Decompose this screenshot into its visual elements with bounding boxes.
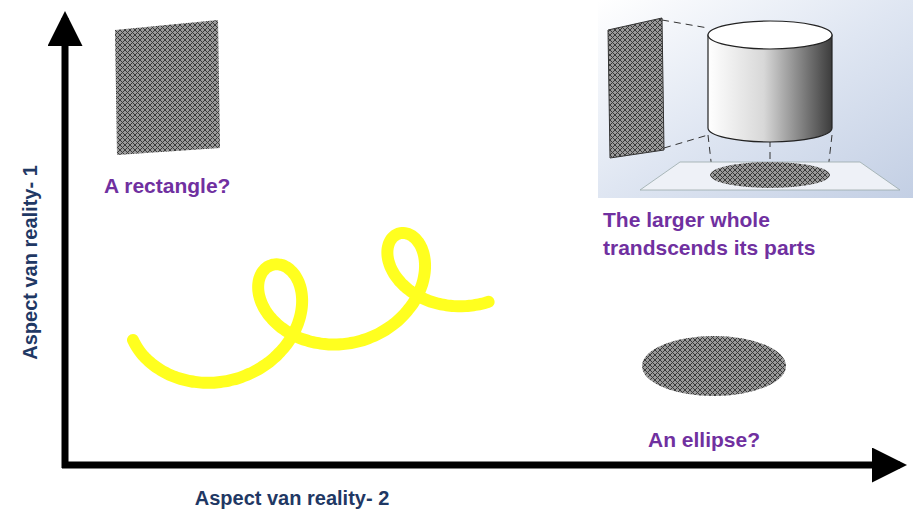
horizontal-axis	[62, 462, 900, 469]
axis-label: Aspect van reality- 2	[195, 485, 390, 512]
projection-ellipse	[710, 162, 830, 188]
vertical-axis	[62, 18, 69, 468]
projection-rectangle	[608, 18, 664, 158]
shape-caption: The larger whole trandscends its parts	[603, 206, 873, 263]
shape-caption: An ellipse?	[648, 426, 760, 454]
ellipse-shape	[642, 336, 786, 396]
floor-plane	[640, 162, 900, 190]
yellow-spiral	[133, 233, 489, 383]
projection-lines	[662, 20, 832, 170]
scene-ground	[598, 0, 913, 198]
rectangle-shape	[115, 20, 220, 155]
cylinder-top	[708, 21, 832, 49]
axis-label: Aspect van reality- 1	[17, 165, 44, 360]
shape-caption: A rectangle?	[104, 172, 230, 200]
cylinder	[708, 35, 832, 142]
